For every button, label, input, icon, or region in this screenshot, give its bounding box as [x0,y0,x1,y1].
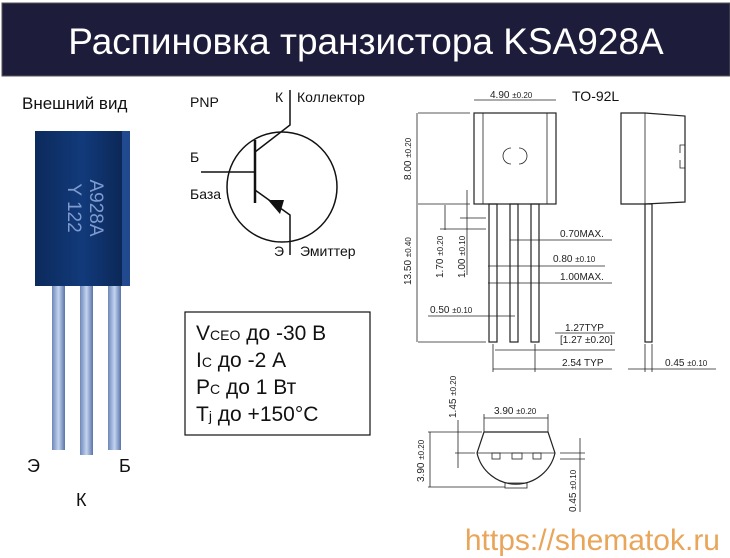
base-letter: Б [190,149,199,165]
dim-pitch: 1.27TYP [565,323,604,334]
package-front-view: TO-92L 4.90 ±0.20 8.00 ±0.20 13.50 ±0.40… [403,88,619,372]
package-bottom-view: 3.90 ±0.20 1.45 ±0.20 3.90 ±0.20 0.45 ±0… [416,375,585,512]
emitter-label: Эмиттер [300,243,356,259]
transistor-body [35,131,130,286]
dim-0-50: 0.50 ±0.10 [430,305,473,316]
pin-label-collector: К [76,490,87,510]
emitter-arrow-icon [268,200,284,214]
spec-tj: Tj до +150°C [196,403,318,426]
page-title: Распиновка транзистора KSA928A [68,21,664,62]
spec-ic: IC до -2 А [196,349,286,372]
appearance-label: Внешний вид [22,94,127,113]
watermark-link[interactable]: https://shematok.ru [465,524,720,557]
transistor-photo: Внешний вид A928A Y 122 Э Б К [22,94,131,510]
body-marking: A928A Y 122 [63,179,106,236]
pnp-schematic: PNP К Коллектор Б База Э Эмиттер [190,89,365,259]
dim-1-00max: 1.00MAX. [560,272,604,283]
dim-0-70max: 0.70MAX. [560,229,604,240]
dim-span: 2.54 TYP [562,358,604,369]
dim-pitch-alt: [1.27 ±0.20] [560,335,613,346]
dim-1-70: 1.70 ±0.20 [435,235,446,278]
title-bar: Распиновка транзистора KSA928A [1,2,730,77]
dim-bottom-width: 3.90 ±0.20 [494,406,537,417]
marking-line2: Y 122 [63,183,84,232]
package-name: TO-92L [572,88,619,104]
dim-height: 8.00 ±0.20 [403,137,414,180]
transistor-type: PNP [190,94,219,110]
specs-box: VCEO до -30 В IC до -2 А PC до 1 Вт Tj д… [184,311,371,436]
collector-letter: К [275,89,284,105]
spec-vceo: VCEO до -30 В [196,322,326,345]
dim-bottom-045: 0.45 ±0.10 [568,469,579,512]
dim-width: 4.90 ±0.20 [490,90,533,101]
dim-1-00: 1.00 ±0.10 [457,235,468,278]
emitter-letter: Э [274,243,284,259]
spec-pc: PC до 1 Вт [196,376,297,399]
lead-base [108,280,121,450]
lead-emitter [52,280,65,450]
marking-line1: A928A [85,179,106,236]
base-label: База [190,186,221,202]
collector-label: Коллектор [297,89,365,105]
pin-label-emitter: Э [27,456,40,476]
dim-bottom-145: 1.45 ±0.20 [448,375,459,418]
dim-lead-length: 13.50 ±0.40 [403,237,414,285]
package-side-view: 0.45 ±0.10 [620,112,716,372]
pin-label-base: Б [119,456,131,476]
dim-bottom-depth: 3.90 ±0.20 [416,439,427,482]
lead-collector [80,280,93,455]
dim-thickness: 0.45 ±0.10 [665,358,708,369]
symbol-circle [226,131,338,243]
dim-0-80: 0.80 ±0.10 [553,254,596,265]
